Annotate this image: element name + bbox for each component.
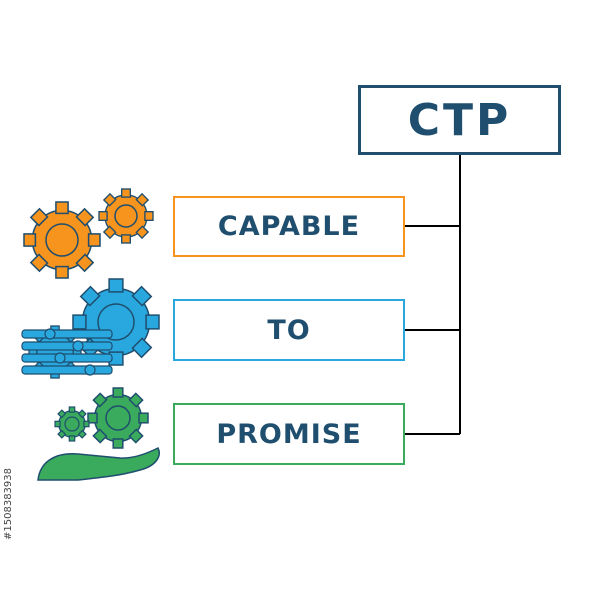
promise-box: PROMISE xyxy=(173,403,405,465)
stock-id-label: #1508383938 xyxy=(3,467,14,540)
to-box: TO xyxy=(173,299,405,361)
ctp-title-box: CTP xyxy=(358,85,561,155)
ctp-title: CTP xyxy=(407,94,512,146)
gears-with-sliders-icon xyxy=(22,279,159,378)
capable-label: CAPABLE xyxy=(217,211,361,242)
gears-icon xyxy=(24,189,153,278)
capable-box: CAPABLE xyxy=(173,196,405,257)
hand-with-gears-icon xyxy=(37,388,159,481)
connector-lines xyxy=(405,155,461,435)
promise-label: PROMISE xyxy=(216,418,362,450)
to-label: TO xyxy=(267,314,311,346)
